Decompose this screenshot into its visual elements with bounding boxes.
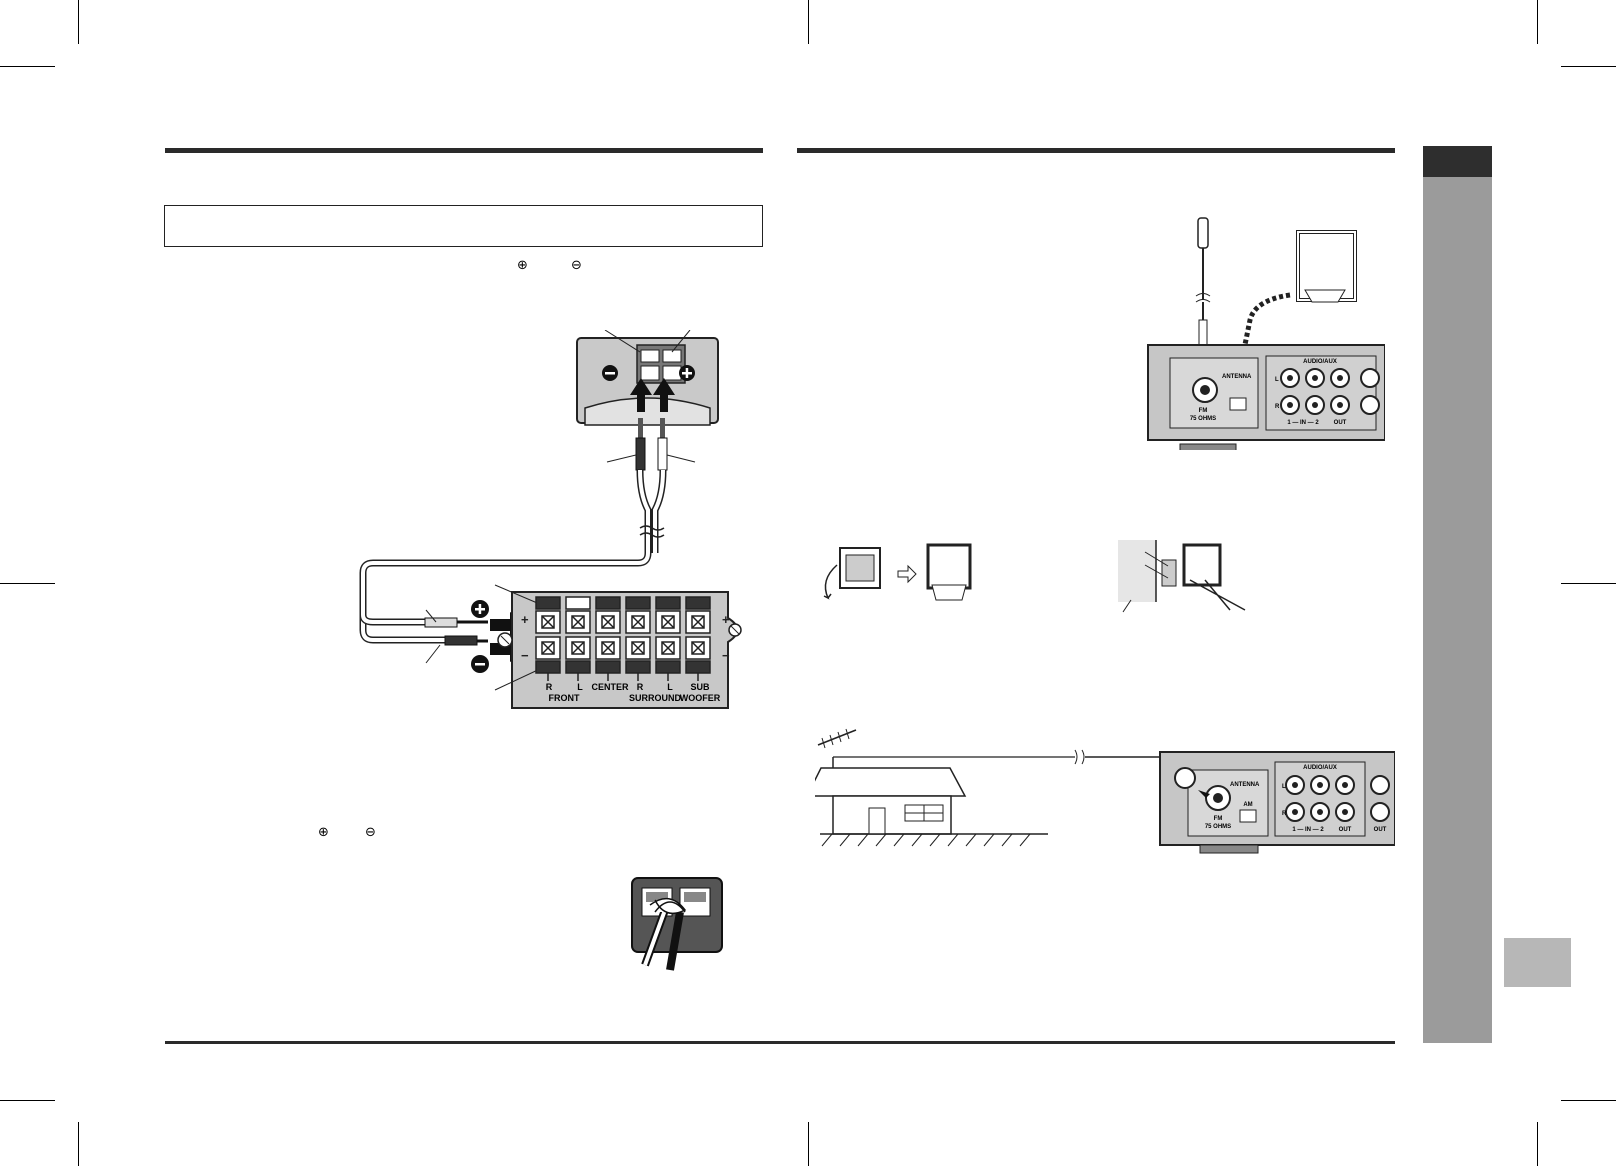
outdoor-antenna-diagram: ANTENNA AM FM 75 OHMS AUDIO/AUX L R 1 — … [815, 728, 1395, 854]
svg-text:−: − [722, 648, 730, 663]
terminal-cross [601, 615, 615, 629]
terminal-clip [655, 660, 681, 674]
channel-r-label: R [1282, 811, 1287, 817]
terminal-clip [655, 596, 681, 610]
terminal-clip [535, 660, 561, 674]
antenna-label: ANTENNA [1230, 782, 1260, 788]
sidebar-strip [1423, 177, 1492, 1043]
fm-label: FM [1214, 816, 1223, 822]
terminal-clip [595, 660, 621, 674]
minus-symbol: ⊖ [365, 825, 376, 840]
footer-rule [165, 1041, 1395, 1044]
channel-r-label: R [1275, 404, 1280, 410]
plus-symbol: ⊕ [517, 258, 528, 273]
terminal-group-label: WOOFER [680, 693, 721, 703]
terminal-label: L [577, 682, 583, 692]
terminal-clip [565, 660, 591, 674]
terminal-cross [631, 641, 645, 655]
terminal-cross [691, 641, 705, 655]
terminal-label: L [667, 682, 673, 692]
crop-mark [0, 1100, 55, 1101]
crop-mark [78, 1122, 79, 1166]
terminal-cross [571, 615, 585, 629]
crop-mark [808, 1122, 809, 1166]
crop-mark [1537, 0, 1538, 44]
svg-text:+: + [722, 612, 730, 627]
am-loop-wall-mount-diagram [1118, 540, 1246, 613]
terminal-label: SUB [690, 682, 710, 692]
page-index-tab [1504, 938, 1571, 987]
terminal-clip [595, 596, 621, 610]
input-label: 1 — IN — 2 [1287, 420, 1319, 426]
speaker-connection-diagram: + − + − R L CENTER R L SUB FRONT SURROUN… [359, 330, 742, 709]
minus-symbol: ⊖ [571, 258, 582, 273]
crop-mark [1561, 66, 1616, 67]
svg-text:+: + [521, 612, 529, 627]
output-label: OUT [1334, 420, 1347, 426]
terminal-cross [571, 641, 585, 655]
am-label: AM [1243, 802, 1252, 808]
terminal-clip [685, 596, 711, 610]
fm-label: FM [1199, 408, 1208, 414]
crop-mark [1561, 583, 1616, 584]
terminal-clip [535, 596, 561, 610]
svg-text:−: − [521, 648, 529, 663]
input-label: 1 — IN — 2 [1292, 827, 1324, 833]
section-heading-box [164, 205, 763, 247]
crop-mark [0, 66, 55, 67]
channel-l-label: L [1275, 377, 1279, 383]
terminal-label: R [546, 682, 553, 692]
terminal-clip [625, 660, 651, 674]
crop-mark [1537, 1122, 1538, 1166]
short-circuit-warning-diagram [631, 877, 723, 971]
antenna-connection-diagram: ANTENNA FM 75 OHMS AUDIO/AUX L R 1 — IN … [1147, 217, 1385, 450]
terminal-clip [625, 596, 651, 610]
terminal-cross [541, 641, 555, 655]
antenna-label: ANTENNA [1222, 374, 1252, 380]
terminal-cross [631, 615, 645, 629]
crop-mark [1561, 1100, 1616, 1101]
crop-mark [78, 0, 79, 44]
terminal-group-label: FRONT [549, 693, 580, 703]
left-header-rule [165, 148, 763, 153]
channel-l-label: L [1282, 784, 1286, 790]
terminal-cross [661, 615, 675, 629]
audio-aux-label: AUDIO/AUX [1303, 359, 1337, 365]
audio-aux-label: AUDIO/AUX [1303, 765, 1337, 771]
crop-mark [0, 583, 55, 584]
terminal-cross [661, 641, 675, 655]
terminal-cross [541, 615, 555, 629]
terminal-clip [685, 660, 711, 674]
terminal-cross [601, 641, 615, 655]
terminal-cross [691, 615, 705, 629]
right-header-rule [797, 148, 1395, 153]
plus-symbol: ⊕ [318, 825, 329, 840]
terminal-group-label: SURROUND [629, 693, 682, 703]
output-label: OUT [1374, 827, 1387, 833]
crop-mark [808, 0, 809, 44]
sidebar-chapter-tab [1423, 146, 1492, 177]
terminal-label: R [637, 682, 644, 692]
am-loop-assembly-diagram [823, 543, 972, 601]
terminal-label: CENTER [591, 682, 629, 692]
terminal-clip [565, 596, 591, 610]
output-label: OUT [1339, 827, 1352, 833]
ohms-label: 75 OHMS [1205, 824, 1231, 830]
ohms-label: 75 OHMS [1190, 416, 1216, 422]
